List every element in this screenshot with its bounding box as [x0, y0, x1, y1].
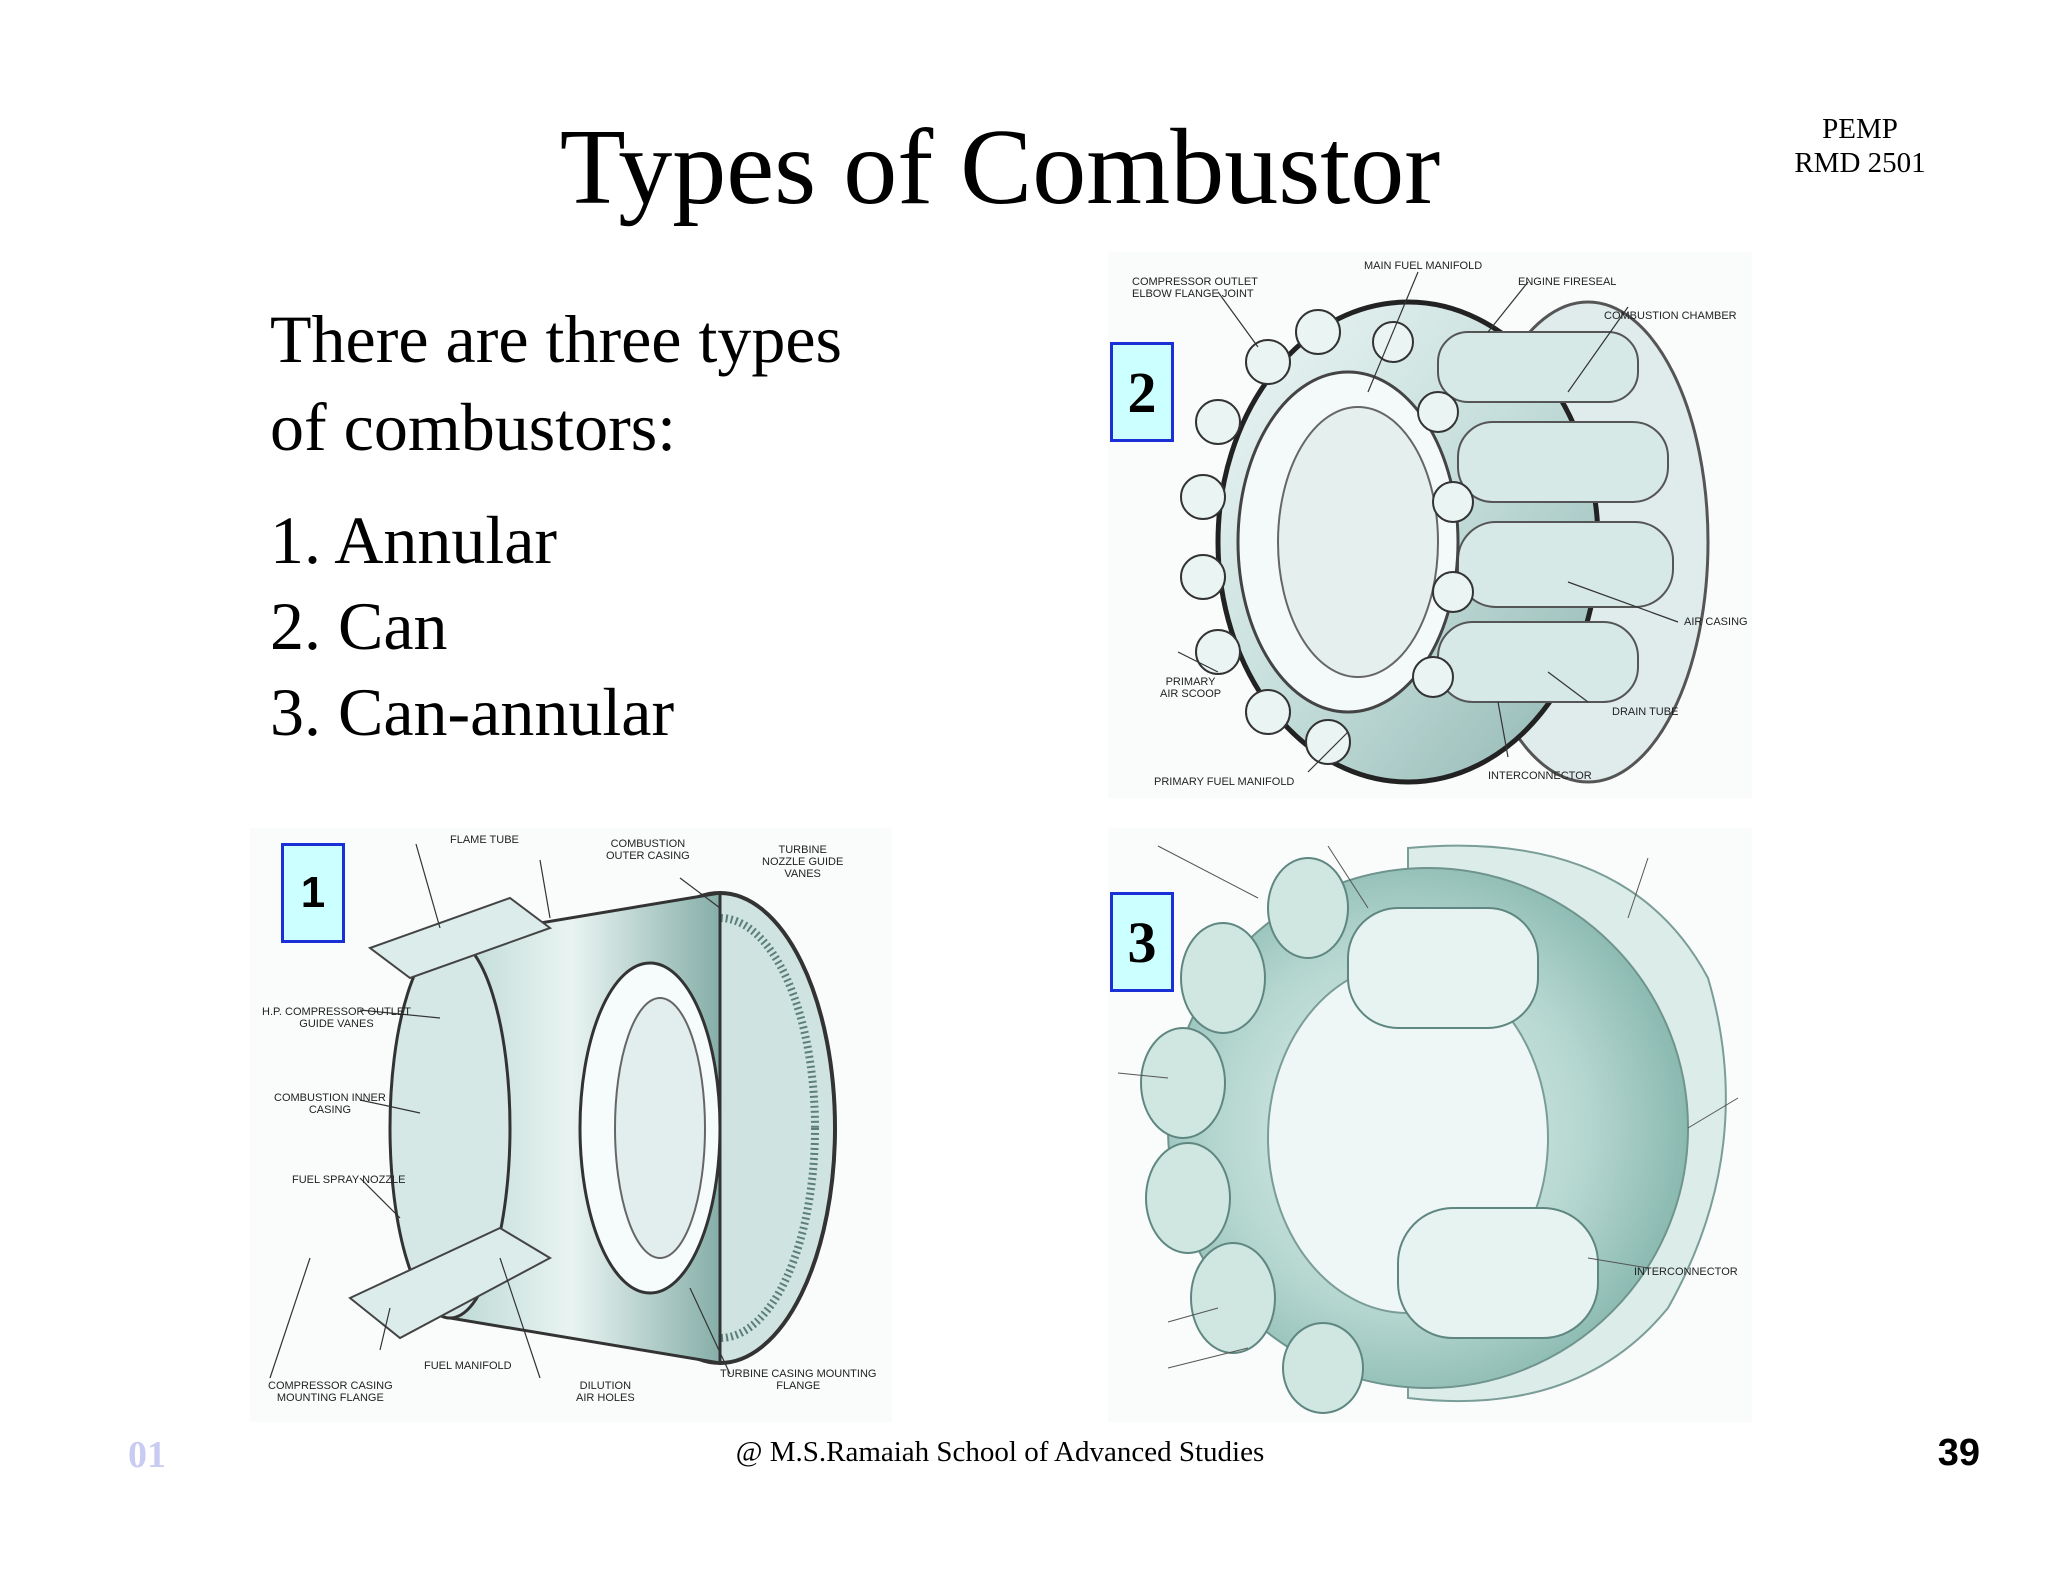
list-item-can: 2. Can — [270, 588, 448, 664]
annular-combustor-drawing — [269, 843, 837, 1379]
slide-title: Types of Combustor — [559, 108, 1441, 227]
label-main-fuel-manifold: MAIN FUEL MANIFOLD — [1364, 260, 1483, 272]
label-dilution-air-holes: DILUTION AIR HOLES — [576, 1380, 635, 1404]
badge-can: 2 — [1110, 342, 1174, 442]
course-code-line2: RMD 2501 — [1794, 147, 1926, 179]
intro-line1: There are three types — [270, 301, 842, 377]
list-item-can-annular: 3. Can-annular — [270, 674, 675, 750]
can-annular-combustor-illustration: INTERCONNECTOR — [1108, 828, 1752, 1422]
label-turbine-casing-flange: TURBINE CASING MOUNTING FLANGE — [720, 1368, 877, 1392]
label-fuel-manifold: FUEL MANIFOLD — [424, 1360, 512, 1372]
can-combustor-illustration: COMPRESSOR OUTLET ELBOW FLANGE JOINT MAI… — [1108, 252, 1752, 798]
list-item-annular: 1. Annular — [270, 502, 558, 578]
course-code-line1: PEMP — [1822, 113, 1898, 145]
label-inner-casing: COMBUSTION INNER CASING — [274, 1092, 386, 1116]
can-annular-combustor-drawing — [1117, 844, 1739, 1414]
label-hp-compressor-outlet: H.P. COMPRESSOR OUTLET GUIDE VANES — [262, 1006, 411, 1030]
page-number: 39 — [1937, 1432, 1980, 1474]
intro-line2: of combustors: — [270, 389, 677, 465]
course-code: PEMP RMD 2501 — [1770, 112, 1950, 180]
label-fuel-spray-nozzle: FUEL SPRAY NOZZLE — [292, 1174, 406, 1186]
can-combustor-drawing — [1177, 271, 1710, 785]
label-flame-tube: FLAME TUBE — [450, 834, 519, 846]
label-combustion-chamber: COMBUSTION CHAMBER — [1604, 310, 1737, 322]
label-interconnector-3: INTERCONNECTOR — [1634, 1266, 1738, 1278]
label-interconnector: INTERCONNECTOR — [1488, 770, 1592, 782]
label-air-casing: AIR CASING — [1684, 616, 1748, 628]
badge-annular: 1 — [281, 843, 345, 943]
label-nozzle-guide-vanes: TURBINE NOZZLE GUIDE VANES — [762, 844, 844, 880]
badge-can-annular: 3 — [1110, 892, 1174, 992]
label-compressor-casing-flange: COMPRESSOR CASING MOUNTING FLANGE — [268, 1380, 393, 1404]
label-engine-fireseal: ENGINE FIRESEAL — [1518, 276, 1617, 288]
label-drain-tube: DRAIN TUBE — [1612, 706, 1679, 718]
footer-credit: @ M.S.Ramaiah School of Advanced Studies — [735, 1436, 1265, 1468]
label-primary-air-scoop: PRIMARY AIR SCOOP — [1160, 676, 1222, 700]
label-primary-fuel-manifold: PRIMARY FUEL MANIFOLD — [1154, 776, 1295, 788]
label-outer-casing: COMBUSTION OUTER CASING — [606, 838, 690, 862]
combustor-type-list: 1. Annular 2. Can 3. Can-annular — [270, 497, 970, 755]
intro-text: There are three types of combustors: — [270, 295, 970, 471]
label-elbow-flange-joint: COMPRESSOR OUTLET ELBOW FLANGE JOINT — [1132, 276, 1258, 300]
annular-combustor-illustration: FLAME TUBE COMBUSTION OUTER CASING TURBI… — [250, 828, 892, 1422]
footer-slide-index: 01 — [128, 1434, 166, 1476]
